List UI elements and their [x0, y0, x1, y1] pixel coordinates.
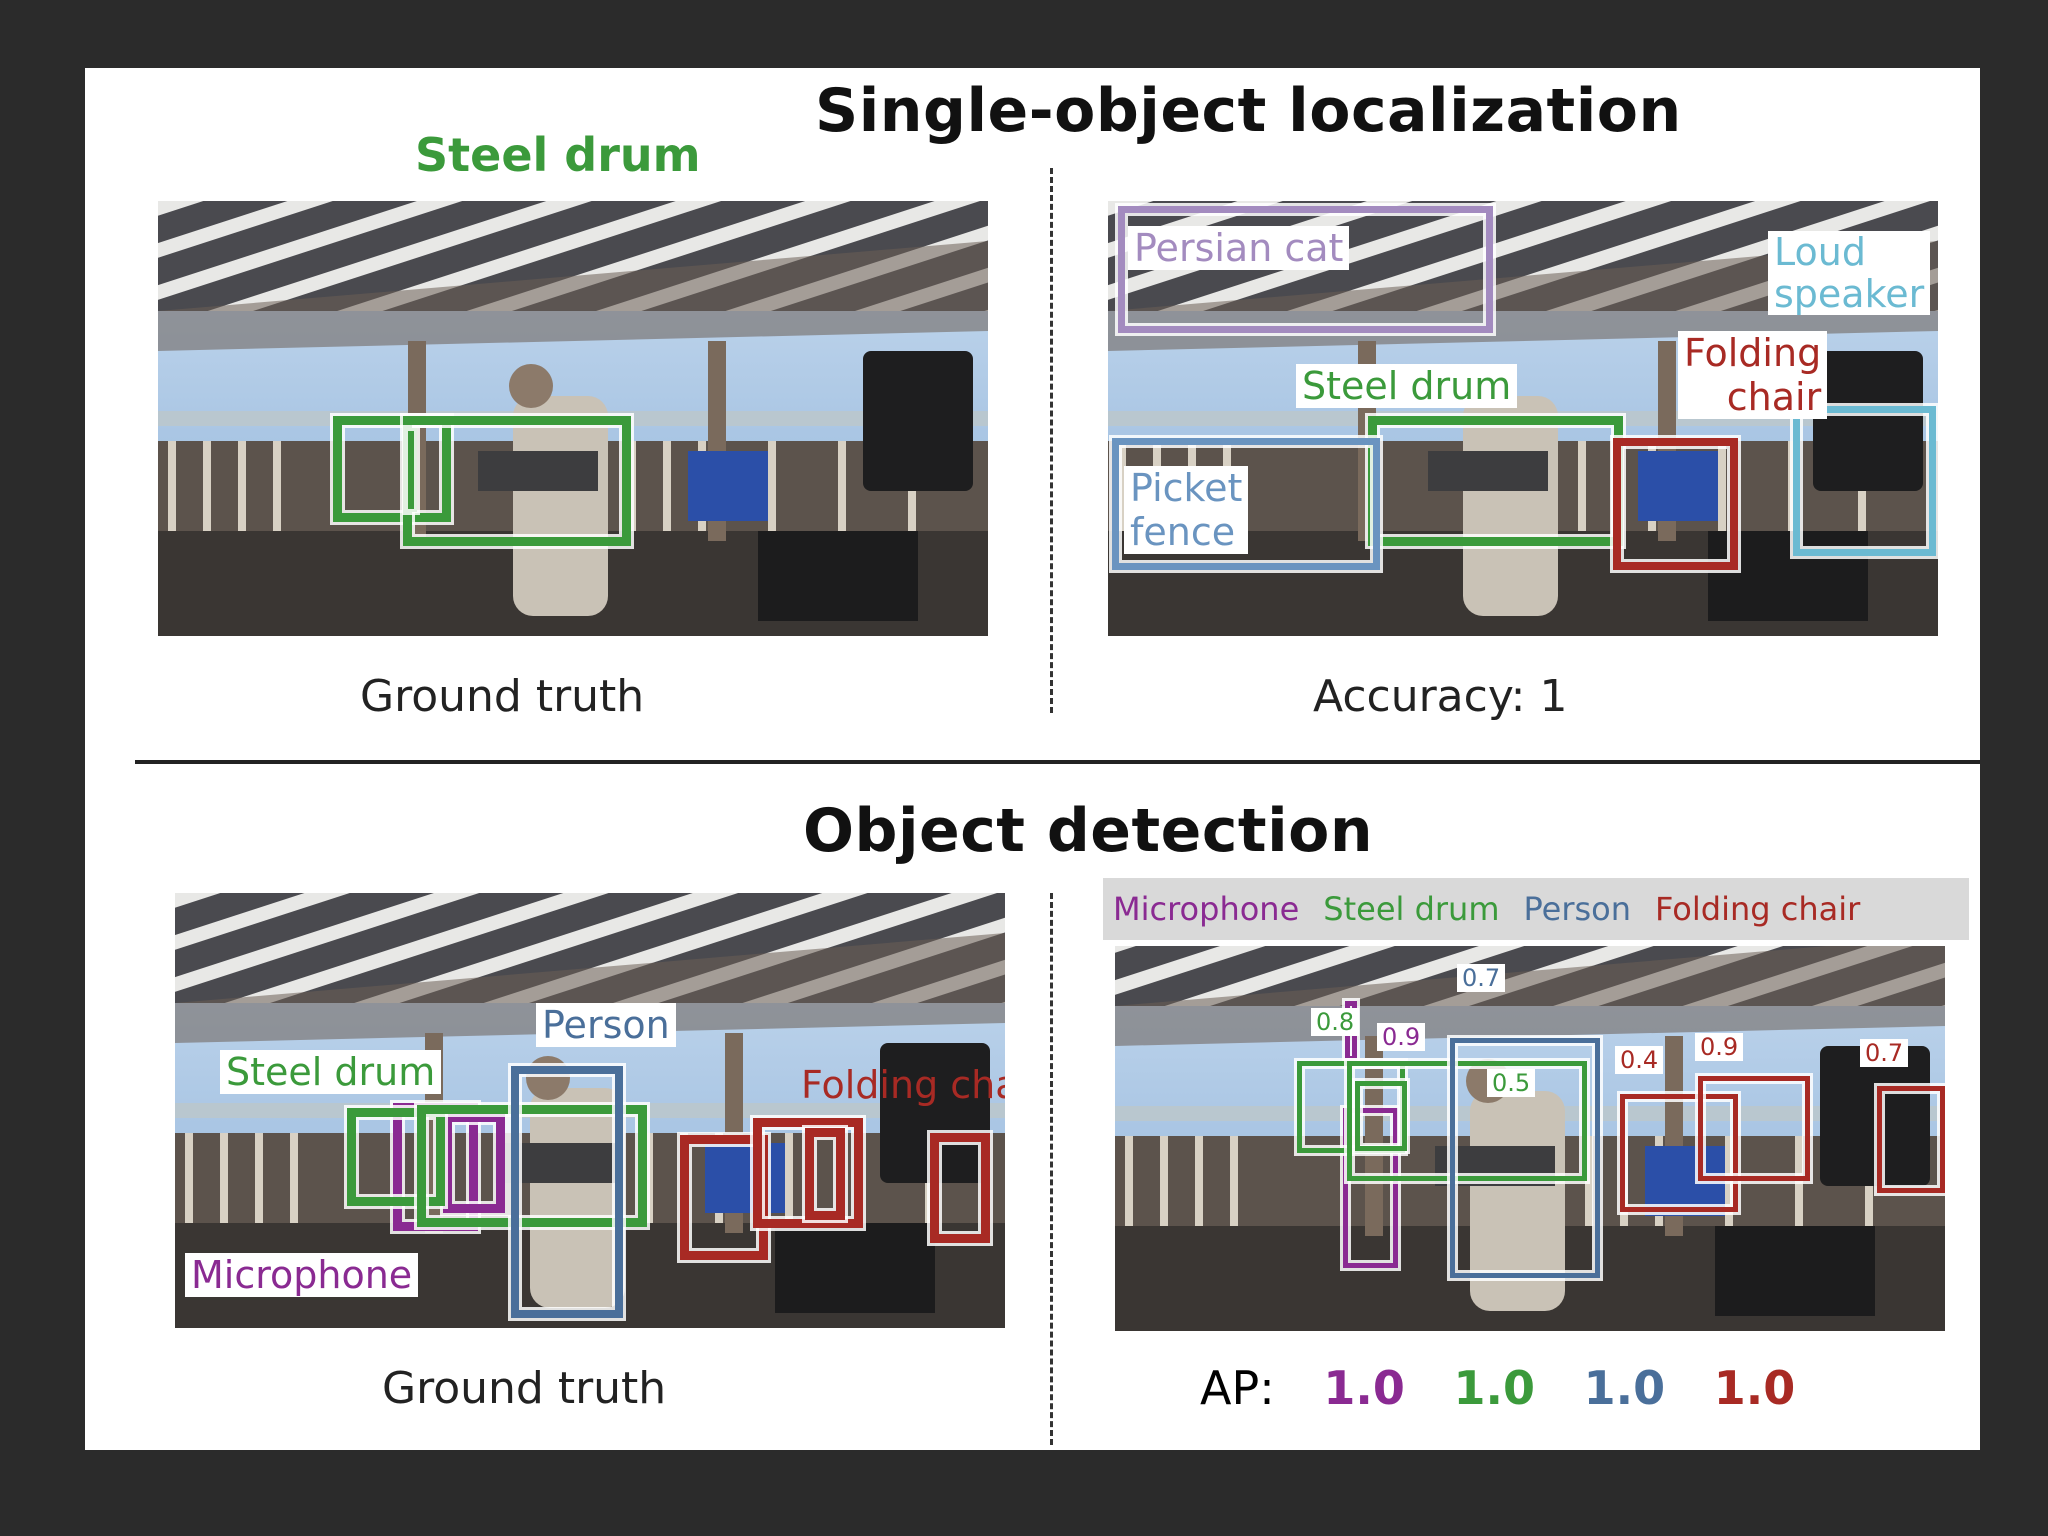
scene-photo-top-left — [158, 201, 988, 636]
scene-image — [158, 201, 988, 636]
divider-vertical-bottom — [1050, 893, 1053, 1445]
gt-steel-drum-box-1 — [333, 416, 451, 522]
gt-microphone-box-2 — [443, 1113, 505, 1213]
gt-steel-drum-label: Steel drum — [220, 1050, 442, 1094]
ap-steel-drum: 1.0 — [1453, 1361, 1535, 1415]
detection-title: Object detection — [803, 796, 1374, 866]
gt-steel-drum-box-2 — [403, 416, 631, 546]
pred-steel-drum-label: Steel drum — [1296, 364, 1518, 408]
gt-microphone-label: Microphone — [185, 1253, 419, 1297]
scene-photo-bottom-left: Steel drum Person Folding chair Micropho… — [175, 893, 1005, 1328]
pred-persian-cat-box — [1118, 206, 1493, 333]
pred-folding-chair-box-2 — [1698, 1076, 1810, 1181]
pred-folding-chair-score-2: 0.9 — [1695, 1033, 1744, 1061]
pred-loud-speaker-label-line1: Loud — [1774, 230, 1866, 274]
pred-folding-chair-box — [1613, 438, 1738, 570]
legend-person: Person — [1523, 890, 1632, 928]
pred-person-box — [1450, 1038, 1600, 1278]
gt-folding-chair-label: Folding chair — [801, 1063, 1005, 1107]
ap-label: AP: — [1200, 1361, 1275, 1415]
pred-steel-drum-score-1: 0.8 — [1311, 1008, 1360, 1036]
ap-folding-chair: 1.0 — [1713, 1361, 1796, 1415]
pred-folding-chair-label-line1: Folding — [1684, 331, 1822, 375]
gt-steel-drum-box-b — [417, 1105, 647, 1227]
pred-picket-fence-label-line1: Picket — [1130, 466, 1243, 510]
pred-folding-chair-label: Folding chair — [1678, 331, 1828, 419]
divider-vertical-top — [1050, 168, 1053, 713]
legend-microphone: Microphone — [1113, 890, 1300, 928]
pred-microphone-score: 0.9 — [1377, 1023, 1426, 1051]
gt-class-label: Steel drum — [415, 128, 701, 182]
ap-summary: AP: 1.0 1.0 1.0 1.0 — [1200, 1361, 1795, 1415]
pred-persian-cat-label: Persian cat — [1128, 226, 1350, 270]
pred-loud-speaker-box — [1793, 406, 1936, 556]
gt-caption-bottom: Ground truth — [382, 1363, 667, 1414]
figure-canvas: Single-object localization Steel drum — [85, 68, 1980, 1450]
pred-steel-drum-box — [1368, 416, 1623, 546]
pred-person-score: 0.7 — [1457, 964, 1506, 992]
pred-caption-top: Accuracy: 1 — [1313, 671, 1568, 722]
pred-steel-drum-score-2: 0.5 — [1487, 1069, 1536, 1097]
gt-steel-drum-box-3 — [405, 428, 417, 512]
pred-steel-drum-box-3 — [1347, 1061, 1587, 1181]
gt-folding-chair-box-3 — [805, 1128, 845, 1220]
ap-microphone: 1.0 — [1323, 1361, 1405, 1415]
legend-steel-drum: Steel drum — [1323, 890, 1500, 928]
scene-photo-bottom-right: 0.7 0.8 0.9 0.5 0.4 0.9 0.7 — [1115, 946, 1945, 1331]
localization-title: Single-object localization — [815, 76, 1682, 146]
pred-loud-speaker-label: Loud speaker — [1768, 230, 1931, 316]
gt-person-label: Person — [536, 1003, 676, 1047]
pred-folding-chair-label-line2: chair — [1726, 375, 1822, 419]
gt-steel-drum-box-a — [347, 1108, 445, 1206]
legend-folding-chair: Folding chair — [1655, 890, 1861, 928]
pred-picket-fence-label: Picket fence — [1124, 466, 1249, 554]
pred-folding-chair-box-3 — [1877, 1086, 1945, 1193]
class-legend: Microphone Steel drum Person Folding cha… — [1103, 878, 1969, 940]
gt-caption-top: Ground truth — [360, 671, 645, 722]
pred-picket-fence-box — [1112, 438, 1380, 570]
ap-person: 1.0 — [1583, 1361, 1666, 1415]
scene-photo-top-right: Persian cat Loud speaker Steel drum Fold… — [1108, 201, 1938, 636]
pred-microphone-box-2 — [1343, 1108, 1398, 1268]
gt-folding-chair-box-4 — [930, 1133, 990, 1243]
pred-loud-speaker-label-line2: speaker — [1774, 272, 1925, 316]
gt-folding-chair-box-2 — [753, 1118, 863, 1228]
gt-person-box — [511, 1066, 623, 1318]
pred-steel-drum-box-2 — [1355, 1081, 1407, 1151]
pred-folding-chair-score-3: 0.7 — [1860, 1039, 1909, 1067]
scene-image — [1115, 946, 1945, 1331]
gt-folding-chair-box-1 — [680, 1135, 768, 1260]
pred-folding-chair-box-1 — [1620, 1094, 1738, 1212]
pred-picket-fence-label-line2: fence — [1130, 510, 1236, 554]
divider-horizontal — [135, 760, 1980, 764]
pred-folding-chair-score-1: 0.4 — [1615, 1046, 1664, 1074]
